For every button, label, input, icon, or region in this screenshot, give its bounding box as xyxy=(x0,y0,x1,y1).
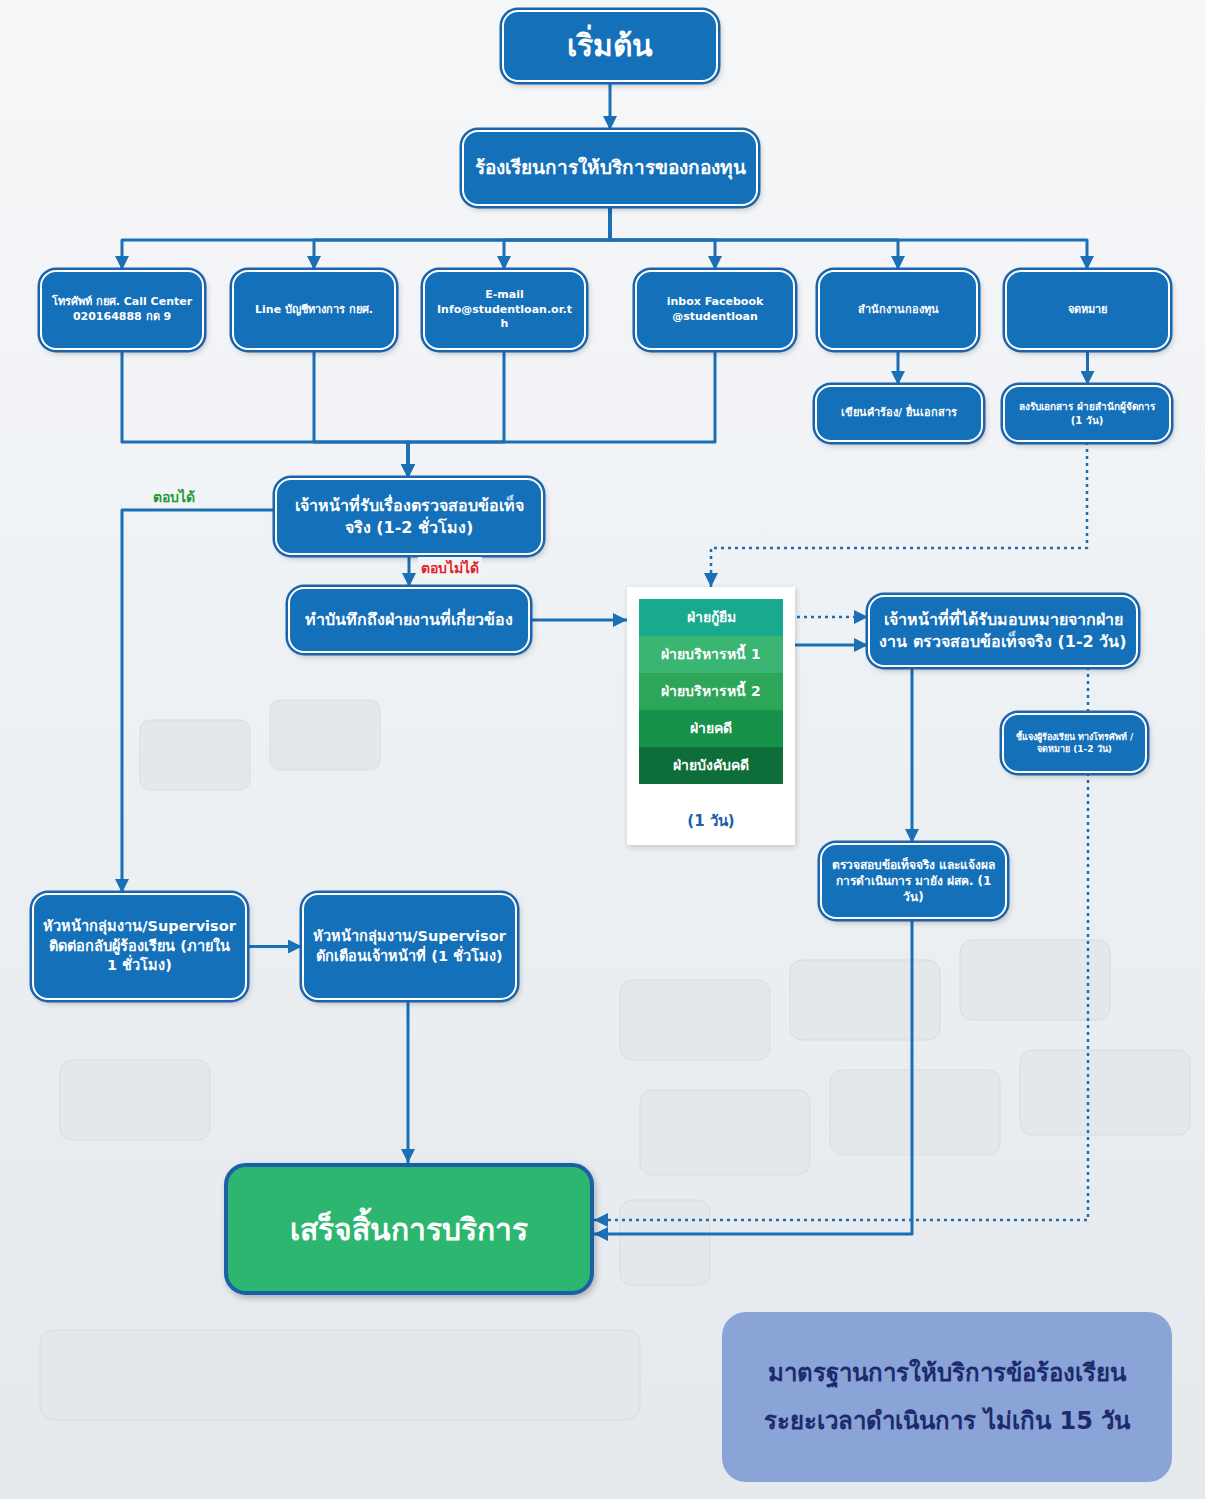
node-text: ฝ่ายบังคับคดี xyxy=(673,757,749,775)
node-text: ลงรับเอกสาร ฝ่ายสำนักผู้จัดการ (1 วัน) xyxy=(1014,400,1160,427)
department-panel: (1 วัน) ฝ่ายกู้ยืมฝ่ายบริหารหนี้ 1 ฝ่ายบริ… xyxy=(627,587,795,845)
process-box: ลงรับเอกสาร ฝ่ายสำนักผู้จัดการ (1 วัน) xyxy=(1003,385,1171,442)
department-box: ฝ่ายบริหารหนี้ 2 xyxy=(639,673,783,710)
node-text: ตรวจสอบข้อเท็จจริง และแจ้งผลการดำเนินการ… xyxy=(831,857,996,906)
node-text: (1 วัน) xyxy=(627,809,795,833)
department-box: ฝ่ายกู้ยืม xyxy=(639,599,783,636)
node-text: ร้องเรียนการให้บริการของกองทุน xyxy=(475,155,746,181)
connector xyxy=(247,945,302,948)
process-box: หัวหน้ากลุ่มงาน/Supervisor ตักเตือนเจ้าห… xyxy=(302,893,517,1000)
process-box: สำนักงานกองทุน xyxy=(818,270,978,350)
connector xyxy=(530,619,627,622)
process-box: ชี้แจงผู้ร้องเรียน ทางโทรศัพท์ / จดหมาย … xyxy=(1002,713,1147,773)
connector xyxy=(711,442,1087,587)
process-box: E-mail Info@studentloan.or.th xyxy=(423,270,586,350)
connector xyxy=(1087,667,1090,713)
connector xyxy=(408,555,411,587)
node-text: เริ่มต้น xyxy=(567,26,653,67)
node-text: ฝ่ายคดี xyxy=(690,720,732,738)
node-text: เขียนคำร้อง/ ยื่นเอกสาร xyxy=(841,406,957,421)
department-box: ฝ่ายบริหารหนี้ 1 xyxy=(639,636,783,673)
connector xyxy=(408,350,504,478)
process-box: ทำบันทึกถึงฝ่ายงานที่เกี่ยวข้อง xyxy=(288,587,530,653)
node-text: หัวหน้ากลุ่มงาน/Supervisor ตักเตือนเจ้าห… xyxy=(313,927,506,966)
node-text: ทำบันทึกถึงฝ่ายงานที่เกี่ยวข้อง xyxy=(305,609,513,631)
department-box: ฝ่ายบังคับคดี xyxy=(639,747,783,784)
connector xyxy=(408,350,715,478)
connector xyxy=(122,206,610,270)
node-text: มาตรฐานการให้บริการข้อร้องเรียน ระยะเวลา… xyxy=(748,1349,1146,1445)
node-text: เจ้าหน้าที่รับเรื่องตรวจสอบข้อเท็จจริง (… xyxy=(286,495,532,538)
connector xyxy=(897,350,900,385)
node-text: จดหมาย xyxy=(1068,303,1107,318)
process-box: เจ้าหน้าที่รับเรื่องตรวจสอบข้อเท็จจริง (… xyxy=(275,478,543,555)
connector xyxy=(911,667,914,843)
node-text: inbox Facebook @studentloan xyxy=(646,295,784,325)
node-text: ชี้แจงผู้ร้องเรียน ทางโทรศัพท์ / จดหมาย … xyxy=(1013,731,1136,755)
process-box: จดหมาย xyxy=(1005,270,1170,350)
process-box: โทรศัพท์ กยศ. Call Center 020164888 กด 9 xyxy=(40,270,204,350)
connector xyxy=(407,1000,410,1163)
process-box: ตรวจสอบข้อเท็จจริง และแจ้งผลการดำเนินการ… xyxy=(820,843,1007,919)
node-text: ฝ่ายบริหารหนี้ 2 xyxy=(661,683,761,701)
connector xyxy=(314,350,408,478)
process-box: inbox Facebook @studentloan xyxy=(635,270,795,350)
node-text: หัวหน้ากลุ่มงาน/Supervisor ติดต่อกลับผู้… xyxy=(43,917,236,976)
node-text: สำนักงานกองทุน xyxy=(858,303,939,318)
connector xyxy=(314,206,610,270)
standard-note-box: มาตรฐานการให้บริการข้อร้องเรียน ระยะเวลา… xyxy=(722,1312,1172,1482)
process-box: หัวหน้ากลุ่มงาน/Supervisor ติดต่อกลับผู้… xyxy=(32,893,247,1000)
connector xyxy=(122,350,408,478)
connector xyxy=(609,82,612,130)
department-box: ฝ่ายคดี xyxy=(639,710,783,747)
edge-label: ตอบไม่ได้ xyxy=(418,557,482,579)
connector xyxy=(1086,350,1089,385)
process-box: เขียนคำร้อง/ ยื่นเอกสาร xyxy=(815,385,983,442)
end-box: เสร็จสิ้นการบริการ xyxy=(224,1163,594,1295)
edge-label: ตอบได้ xyxy=(150,486,198,508)
connector xyxy=(795,644,868,647)
process-box: ร้องเรียนการให้บริการของกองทุน xyxy=(462,130,758,206)
process-box: เจ้าหน้าที่ที่ได้รับมอบหมายจากฝ่ายงาน ตร… xyxy=(868,595,1138,667)
process-box: เริ่มต้น xyxy=(502,10,718,82)
node-text: ฝ่ายบริหารหนี้ 1 xyxy=(661,646,761,664)
connector xyxy=(610,206,1087,270)
connector xyxy=(610,206,898,270)
node-text: E-mail Info@studentloan.or.th xyxy=(434,288,575,333)
connector xyxy=(610,206,715,270)
connector xyxy=(783,616,868,619)
connector xyxy=(504,206,610,270)
connector xyxy=(122,510,275,893)
node-text: เสร็จสิ้นการบริการ xyxy=(290,1206,528,1253)
node-text: เจ้าหน้าที่ที่ได้รับมอบหมายจากฝ่ายงาน ตร… xyxy=(879,609,1127,652)
node-text: โทรศัพท์ กยศ. Call Center 020164888 กด 9 xyxy=(51,295,193,325)
process-box: Line บัญชีทางการ กยศ. xyxy=(232,270,396,350)
node-text: ฝ่ายกู้ยืม xyxy=(687,609,736,627)
node-text: Line บัญชีทางการ กยศ. xyxy=(255,303,373,318)
connector xyxy=(594,919,912,1234)
